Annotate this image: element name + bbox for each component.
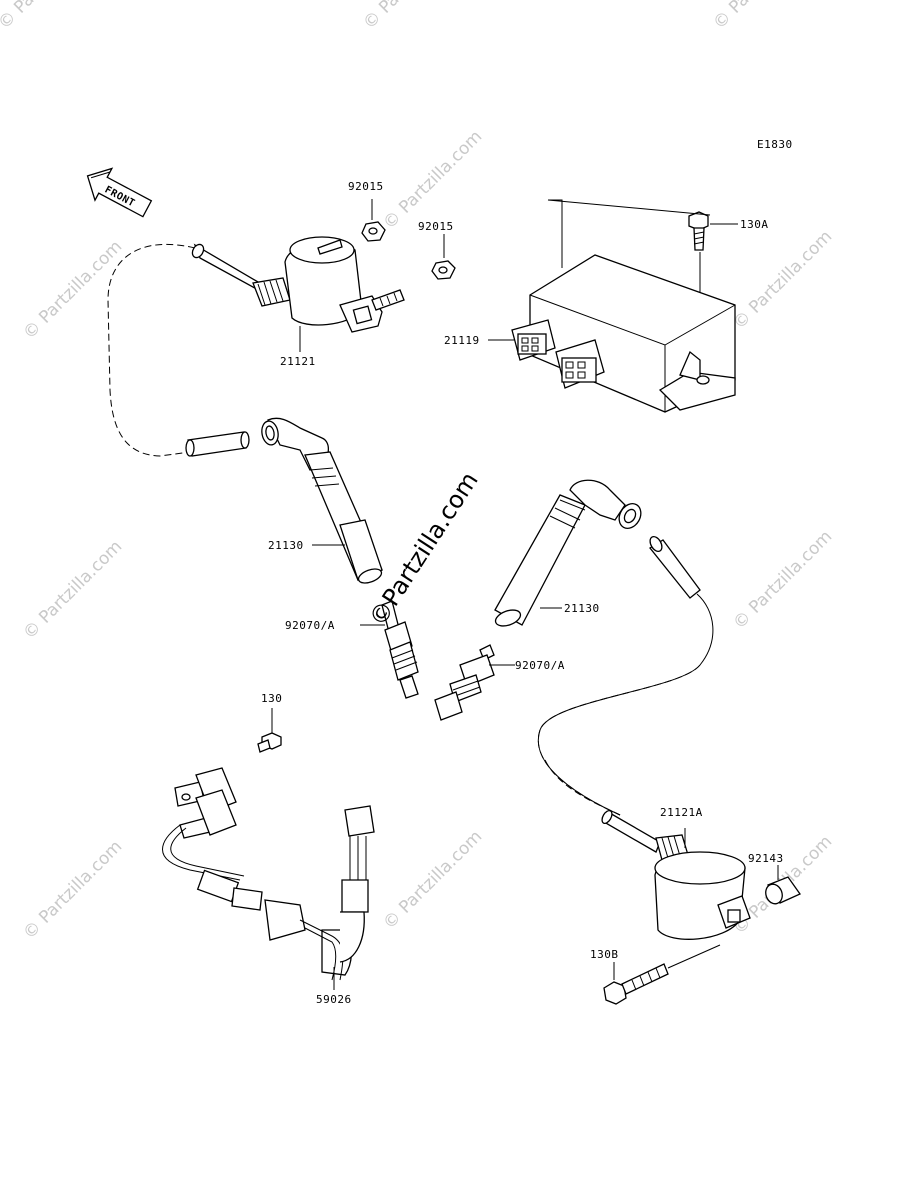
callout-21119: 21119 (444, 334, 480, 347)
callout-59026: 59026 (316, 993, 352, 1006)
callout-92015-top: 92015 (348, 180, 384, 193)
callout-21130-left: 21130 (268, 539, 304, 552)
callout-21130-right: 21130 (564, 602, 600, 615)
center-watermark: ©Partzilla.com (364, 467, 484, 631)
spark-plug-right (434, 644, 515, 721)
watermark: © Partzilla.com (729, 527, 836, 634)
callout-130A: 130A (740, 218, 769, 231)
bolt-icon (603, 981, 627, 1005)
callout-21121: 21121 (280, 355, 316, 368)
watermark-layer: © Partzilla.com © Partzilla.com © Partzi… (0, 0, 836, 944)
watermark: © Partzilla.com (379, 127, 486, 234)
watermark: © Partzilla.com (709, 0, 816, 34)
callout-130B: 130B (590, 948, 619, 961)
watermark: © Partzilla.com (19, 837, 126, 944)
watermark: © Partzilla.com (729, 227, 836, 334)
diagram-code: E1830 (757, 138, 793, 151)
ignition-coil-21121 (107, 199, 456, 457)
watermark: © Partzilla.com (19, 237, 126, 344)
spark-plug-left (360, 600, 419, 699)
front-arrow-icon: FRONT (86, 167, 153, 218)
callout-92070A-right: 92070/A (515, 659, 565, 672)
plug-cap-21130-right (494, 479, 714, 816)
pickup-coil-59026 (162, 708, 375, 990)
callout-21121A: 21121A (660, 806, 703, 819)
plug-cap-21130-left (185, 417, 383, 584)
callout-92015-right: 92015 (418, 220, 454, 233)
watermark: © Partzilla.com (19, 537, 126, 644)
bolt-icon (688, 211, 709, 231)
watermark: © Partzilla.com (379, 827, 486, 934)
watermark: © Partzilla.com (359, 0, 466, 34)
callout-92143: 92143 (748, 852, 784, 865)
bolt-130A (688, 211, 738, 380)
watermark: © Partzilla.com (0, 0, 101, 34)
igniter-21119 (488, 199, 736, 413)
callout-92070A-left: 92070/A (285, 619, 335, 632)
ignition-coil-21121A (544, 759, 801, 1005)
callout-130: 130 (261, 692, 282, 705)
